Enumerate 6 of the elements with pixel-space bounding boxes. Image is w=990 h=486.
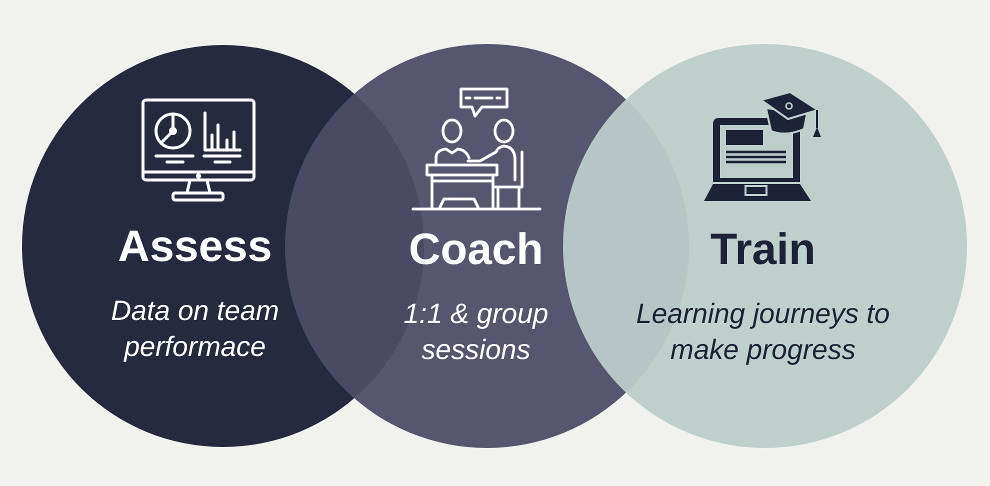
section-title: Coach — [408, 226, 544, 274]
description-text: 1:1 & group sessions — [402, 297, 550, 367]
section-title: Train — [710, 226, 816, 274]
description-text: Learning journeys to make progress — [635, 297, 891, 367]
description-text: Data on team performace — [110, 294, 280, 364]
section-title: Assess — [118, 223, 272, 271]
